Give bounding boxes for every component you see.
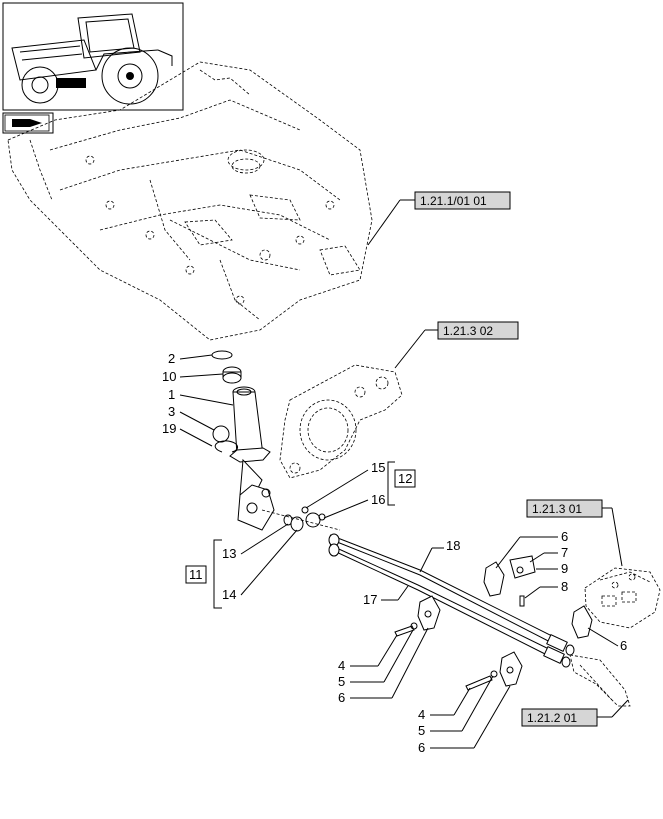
svg-text:2: 2 — [168, 351, 175, 366]
svg-text:12: 12 — [398, 471, 412, 486]
svg-text:1.21.3 02: 1.21.3 02 — [443, 324, 493, 338]
svg-text:4: 4 — [338, 658, 345, 673]
callout-4-lower: 4 — [418, 687, 471, 722]
svg-text:11: 11 — [189, 567, 203, 582]
callout-17: 17 — [363, 585, 409, 607]
reference-tag-right[interactable]: 1.21.3 01 — [526, 499, 623, 567]
page-turn-arrow-icon[interactable] — [2, 112, 54, 134]
callout-10: 10 — [162, 369, 224, 384]
reference-tag-bottom[interactable]: 1.21.2 01 — [521, 699, 629, 727]
chassis-housing — [7, 61, 373, 341]
reference-tag-mid[interactable]: 1.21.3 02 — [394, 321, 519, 369]
svg-text:8: 8 — [561, 579, 568, 594]
svg-text:9: 9 — [561, 561, 568, 576]
callout-6-right: 6 — [587, 627, 627, 653]
o-ring-3 — [212, 425, 230, 443]
callout-16: 16 — [323, 492, 385, 519]
svg-text:6: 6 — [418, 740, 425, 755]
callout-11: 11 — [185, 539, 222, 609]
svg-text:13: 13 — [222, 546, 236, 561]
svg-text:7: 7 — [561, 545, 568, 560]
svg-text:1: 1 — [168, 387, 175, 402]
svg-text:15: 15 — [371, 460, 385, 475]
valve-block — [584, 567, 661, 629]
hydraulic-hoses — [328, 533, 575, 668]
svg-text:19: 19 — [162, 421, 176, 436]
callout-15: 15 — [305, 460, 385, 509]
pivot-pin-assembly — [211, 350, 275, 531]
callout-6-lower: 6 — [418, 685, 511, 755]
svg-text:18: 18 — [446, 538, 460, 553]
callout-12: 12 — [387, 461, 416, 506]
svg-text:6: 6 — [338, 690, 345, 705]
reference-tag-top[interactable]: 1.21.1/01 01 — [367, 191, 511, 246]
callout-5-lower: 5 — [418, 675, 494, 738]
tractor-thumbnail-icon — [2, 2, 184, 111]
svg-text:6: 6 — [561, 529, 568, 544]
callout-3: 3 — [168, 404, 215, 431]
callout-9: 9 — [536, 561, 568, 576]
svg-text:5: 5 — [418, 723, 425, 738]
svg-text:1.21.1/01 01: 1.21.1/01 01 — [420, 194, 487, 208]
callout-8: 8 — [524, 579, 568, 599]
svg-text:14: 14 — [222, 587, 236, 602]
svg-text:1.21.3 01: 1.21.3 01 — [532, 502, 582, 516]
svg-text:4: 4 — [418, 707, 425, 722]
callout-19: 19 — [162, 421, 213, 447]
callout-6-left: 6 — [338, 627, 429, 705]
svg-text:6: 6 — [620, 638, 627, 653]
snap-ring-2 — [211, 350, 233, 360]
callout-14: 14 — [222, 529, 298, 602]
callout-2: 2 — [168, 351, 213, 366]
svg-text:17: 17 — [363, 592, 377, 607]
callout-13: 13 — [222, 523, 289, 561]
svg-text:16: 16 — [371, 492, 385, 507]
callout-18: 18 — [419, 538, 460, 573]
clamp-set-lower — [465, 651, 523, 691]
hose-adapters — [261, 506, 341, 532]
callout-6-upper: 6 — [495, 529, 568, 569]
callout-1: 1 — [168, 387, 234, 406]
lower-linkage — [569, 654, 631, 707]
callout-5-left: 5 — [338, 629, 414, 689]
clamp-set-upper — [483, 555, 593, 639]
callout-7: 7 — [529, 545, 568, 563]
svg-text:5: 5 — [338, 674, 345, 689]
svg-text:10: 10 — [162, 369, 176, 384]
callout-4-left: 4 — [338, 634, 398, 673]
snap-ring-19 — [214, 440, 238, 453]
svg-text:3: 3 — [168, 404, 175, 419]
hitch-bracket — [279, 364, 403, 479]
svg-text:1.21.2 01: 1.21.2 01 — [527, 711, 577, 725]
clamp-set-left — [394, 595, 441, 637]
